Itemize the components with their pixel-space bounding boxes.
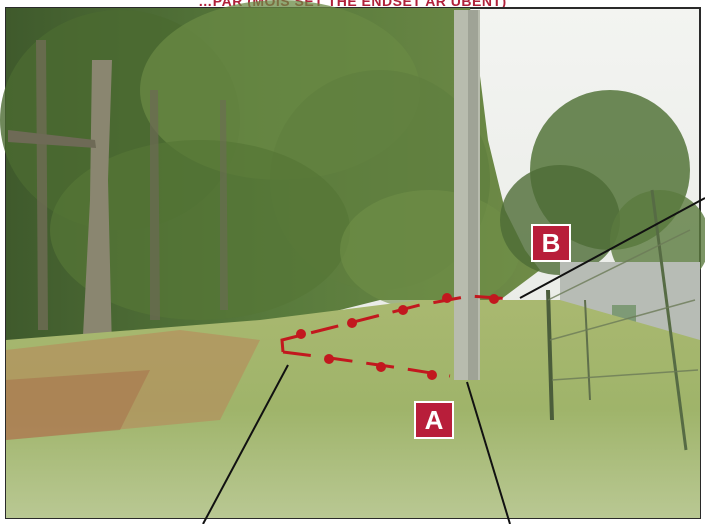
tree-branch	[8, 130, 96, 148]
pointer-line	[466, 381, 511, 524]
boundary-point	[442, 293, 452, 303]
boundary-point	[347, 318, 357, 328]
boundary-point	[398, 305, 408, 315]
boundary-point	[296, 329, 306, 339]
boundary-point	[489, 294, 499, 304]
boundary-point	[324, 354, 334, 364]
boundary-point	[376, 362, 386, 372]
boundary-point	[427, 370, 437, 380]
tree-trunk	[36, 40, 48, 330]
fence-post	[546, 289, 554, 421]
top-caption: …PAR (MOIS SET THE ENDSET AR UBENT)	[198, 0, 507, 9]
concrete-pole-shade	[468, 10, 478, 380]
pointer-line	[202, 364, 289, 524]
fence-post	[584, 299, 591, 401]
boundary-points	[296, 293, 499, 380]
pointer-line	[519, 197, 705, 299]
dry-ferns	[6, 370, 150, 440]
foliage-clump	[500, 165, 620, 275]
tree-trunk	[220, 100, 228, 310]
fence-post	[650, 189, 688, 451]
fence-mesh	[547, 229, 699, 381]
foliage-clump	[50, 140, 350, 320]
tree-trunk	[150, 90, 160, 320]
foliage-clump	[340, 190, 520, 310]
marker-b: B	[531, 224, 571, 262]
marker-a: A	[414, 401, 454, 439]
boundary-line	[280, 294, 513, 378]
tree-trunk	[82, 60, 112, 355]
